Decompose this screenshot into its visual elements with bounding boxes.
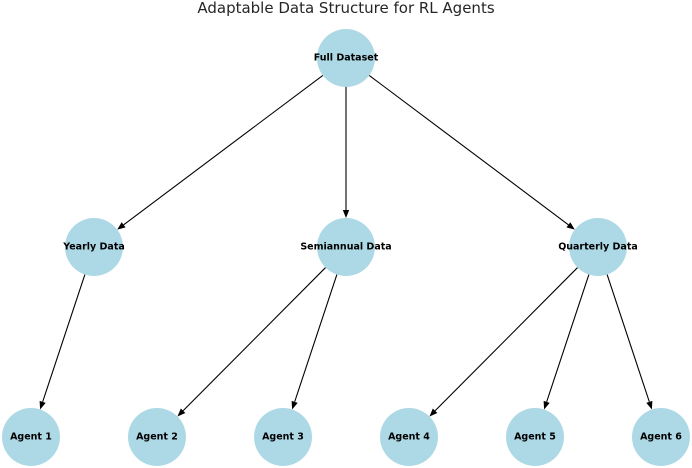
node-label: Agent 5	[514, 432, 556, 443]
edge-yearly-to-agent1	[39, 274, 86, 410]
edge-line	[434, 267, 578, 412]
node-circle	[506, 408, 564, 466]
node-label: Yearly Data	[62, 242, 125, 253]
edge-quarterly-to-agent6	[606, 274, 653, 410]
edge-line	[294, 274, 338, 403]
edge-line	[606, 274, 650, 403]
node-label: Agent 6	[640, 432, 682, 443]
node-circle	[380, 408, 438, 466]
node-circle	[317, 218, 375, 276]
arrowhead	[117, 222, 126, 230]
node-label: Agent 1	[10, 432, 52, 443]
arrowhead	[39, 400, 46, 410]
arrowhead	[566, 222, 575, 230]
node-yearly: Yearly Data	[62, 218, 125, 276]
node-circle	[2, 408, 60, 466]
node-label: Agent 4	[388, 432, 430, 443]
node-agent1: Agent 1	[2, 408, 60, 466]
arrowhead	[291, 400, 298, 410]
arrowhead	[646, 400, 653, 410]
edge-full-to-quarterly	[368, 74, 575, 230]
diagram-title: Adaptable Data Structure for RL Agents	[197, 0, 494, 17]
edge-full-to-yearly	[117, 74, 324, 230]
node-quarterly: Quarterly Data	[558, 218, 638, 276]
edge-line	[368, 74, 569, 226]
node-agent2: Agent 2	[128, 408, 186, 466]
node-circle	[317, 29, 375, 87]
node-label: Full Dataset	[314, 53, 379, 64]
edge-full-to-semiannual	[342, 87, 350, 218]
arrowhead	[342, 210, 350, 218]
node-label: Agent 2	[136, 432, 178, 443]
node-semiannual: Semiannual Data	[300, 218, 392, 276]
edge-line	[546, 274, 590, 403]
node-label: Quarterly Data	[558, 242, 638, 253]
node-circle	[65, 218, 123, 276]
arrowhead	[429, 408, 438, 417]
edge-quarterly-to-agent4	[429, 267, 578, 417]
node-agent4: Agent 4	[380, 408, 438, 466]
edge-semiannual-to-agent3	[291, 274, 338, 410]
node-full: Full Dataset	[314, 29, 379, 87]
node-label: Agent 3	[262, 432, 304, 443]
edges-layer	[39, 74, 653, 417]
edge-line	[182, 267, 326, 412]
edge-quarterly-to-agent5	[543, 274, 590, 410]
node-circle	[128, 408, 186, 466]
node-circle	[569, 218, 627, 276]
arrowhead	[177, 408, 186, 417]
edge-line	[123, 74, 324, 226]
edge-semiannual-to-agent2	[177, 267, 326, 417]
node-agent6: Agent 6	[632, 408, 690, 466]
edge-line	[42, 274, 86, 403]
node-agent3: Agent 3	[254, 408, 312, 466]
node-circle	[254, 408, 312, 466]
node-agent5: Agent 5	[506, 408, 564, 466]
arrowhead	[543, 400, 550, 410]
node-circle	[632, 408, 690, 466]
node-label: Semiannual Data	[300, 242, 391, 253]
